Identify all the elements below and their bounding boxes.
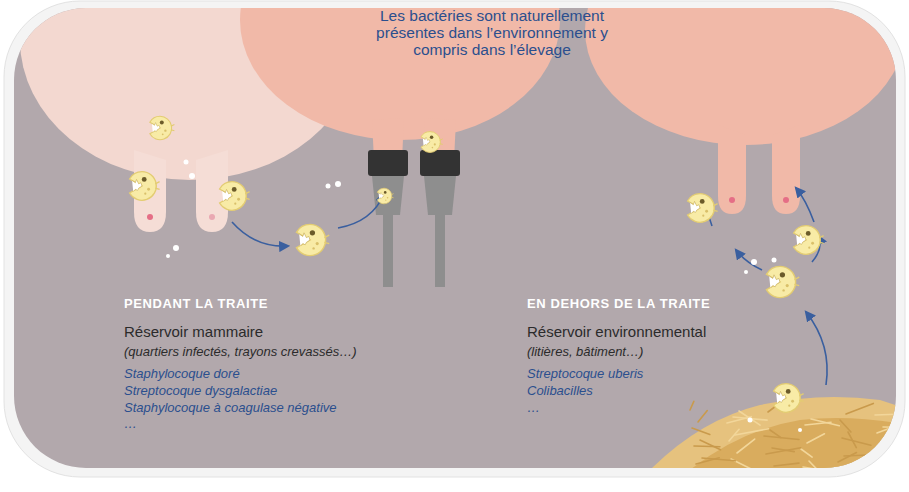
reservoir-name: Réservoir mammaire [124, 323, 263, 340]
bacteria-name: Streptocoque uberis [527, 366, 643, 381]
section-heading: PENDANT LA TRAITE [124, 296, 268, 311]
reservoir-note: (quartiers infectés, trayons crevassés…) [124, 344, 357, 359]
bacteria-name: Staphylocoque à coagulase négative [124, 400, 337, 415]
section-heading: EN DEHORS DE LA TRAITE [527, 296, 710, 311]
reservoir-note: (litières, bâtiment…) [527, 344, 643, 359]
title: Les bactéries sont naturellement présent… [372, 7, 612, 58]
bacteria-name: Colibacilles [527, 383, 593, 398]
bacteria-name: Streptocoque dysgalactiae [124, 383, 277, 398]
ellipsis: … [527, 400, 540, 415]
ellipsis: … [124, 416, 137, 431]
straw-litter [650, 397, 896, 468]
udders [20, 8, 896, 468]
bacteria-name: Staphylocoque doré [124, 366, 240, 381]
milking-cups [368, 150, 460, 287]
reservoir-name: Réservoir environnemental [527, 323, 706, 340]
